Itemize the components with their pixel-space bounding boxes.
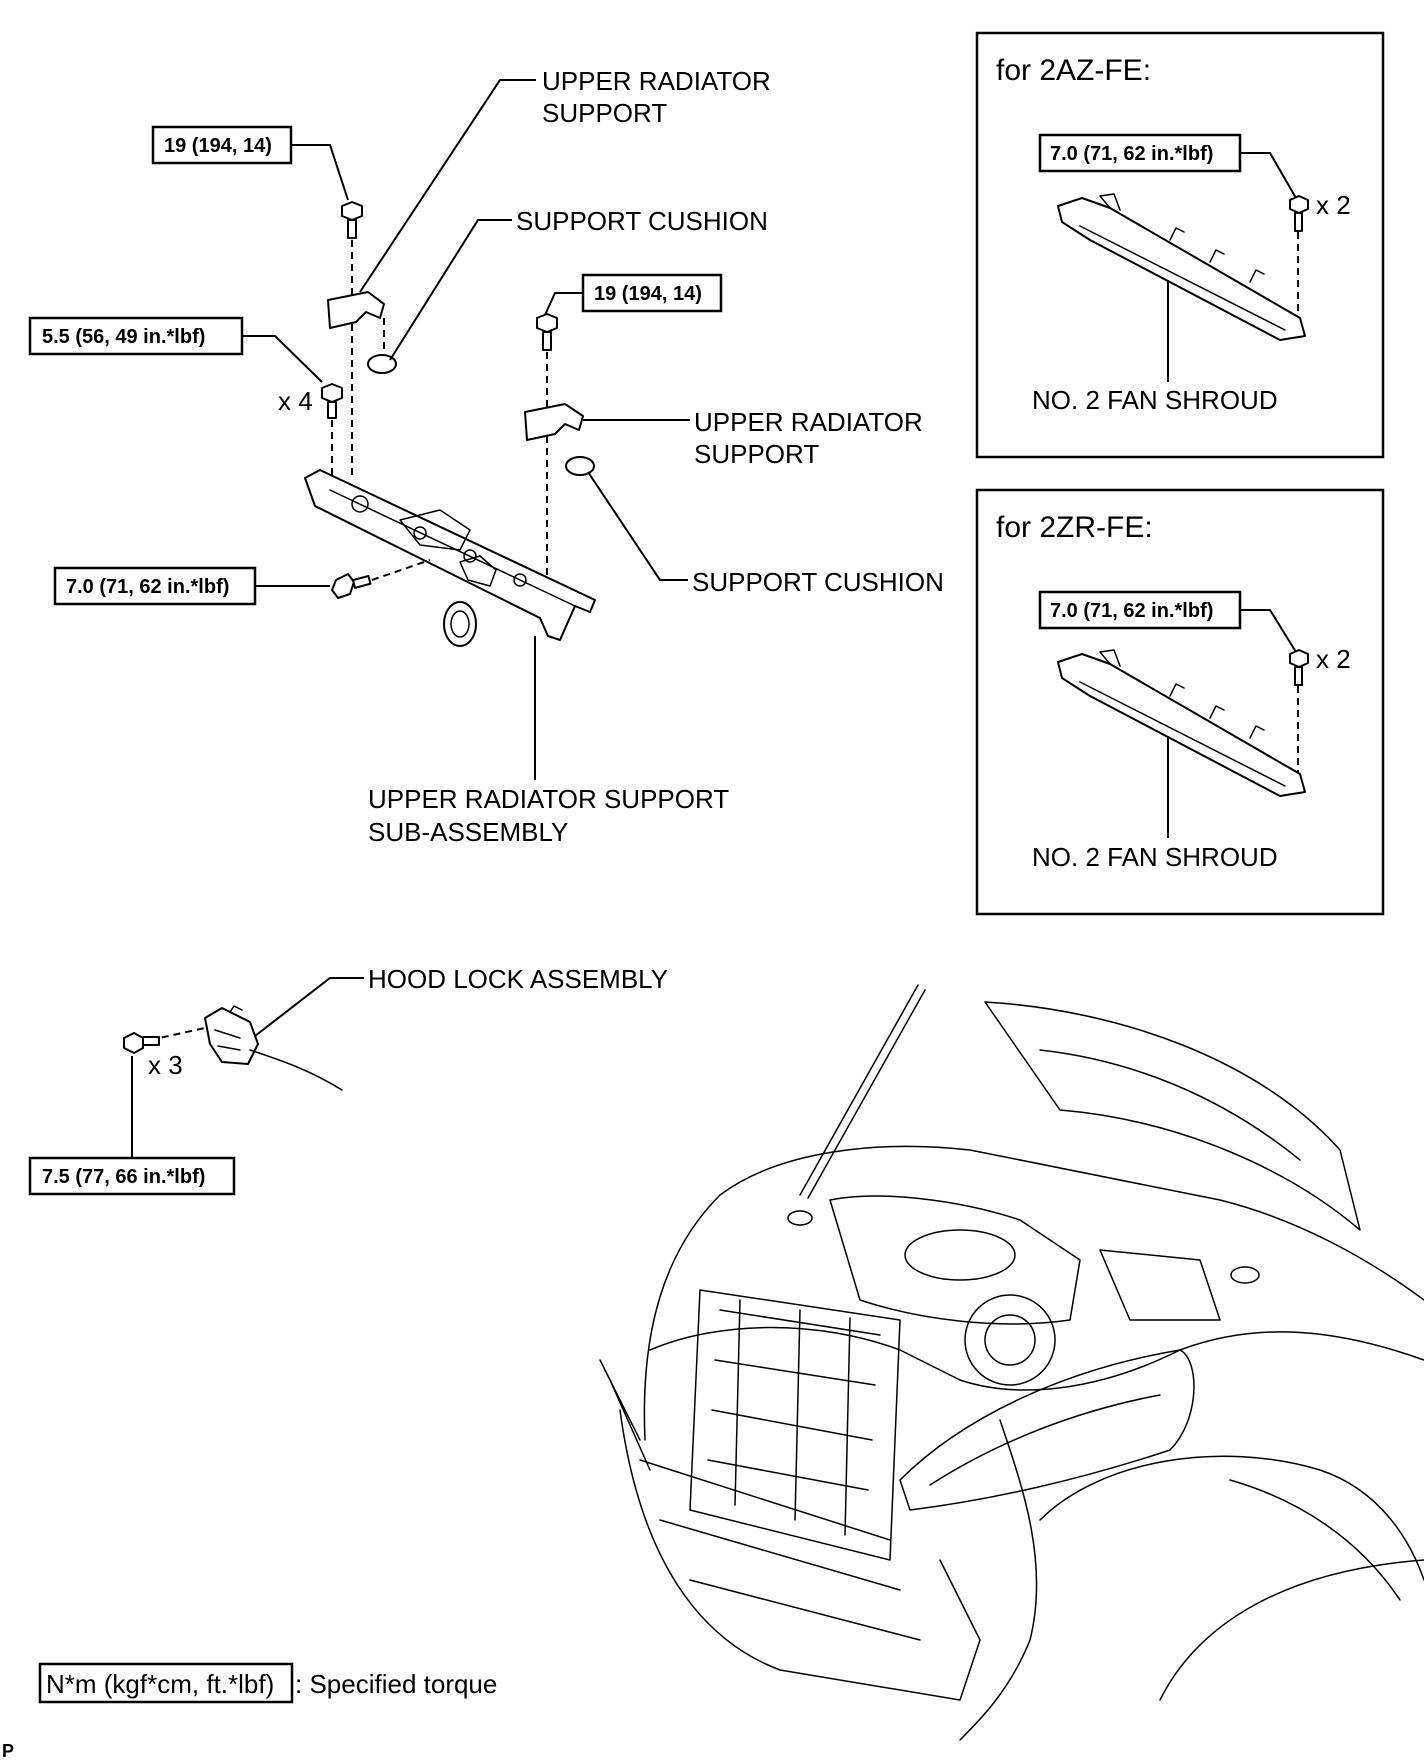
bolt-icon xyxy=(331,573,372,599)
panel-2zr-fe: for 2ZR-FE: 7.0 (71, 62 in.*lbf) x 2 NO.… xyxy=(975,488,1385,916)
label-upper-radiator-support-1-line1: UPPER RADIATOR xyxy=(542,66,771,96)
torque-value-4: 7.0 (71, 62 in.*lbf) xyxy=(66,576,229,598)
legend-text: : Specified torque xyxy=(295,1669,497,1699)
bolt-icon xyxy=(123,1032,160,1054)
label-upper-radiator-support-1-line2: SUPPORT xyxy=(542,98,667,128)
label-hood-lock: HOOD LOCK ASSEMBLY xyxy=(368,964,668,994)
upper-radiator-support-bracket-2 xyxy=(524,403,584,441)
bolt-icon xyxy=(536,313,558,351)
hood-lock-assembly xyxy=(204,1005,343,1091)
panel-2az-fe: for 2AZ-FE: 7.0 (71, 62 in.*lbf) x 2 NO.… xyxy=(975,31,1385,459)
bolt-icon xyxy=(1289,649,1309,686)
fan-shroud-2az xyxy=(1057,193,1306,341)
panel-torque-box-2zr xyxy=(1038,590,1242,630)
panel-count-2zr: x 2 xyxy=(1316,644,1351,674)
hood-lock-group: HOOD LOCK ASSEMBLY x 3 7.5 (77, 66 in.*l… xyxy=(28,964,668,1196)
torque-box-4 xyxy=(53,566,257,606)
horn xyxy=(443,601,477,647)
panel-torque-2zr: 7.0 (71, 62 in.*lbf) xyxy=(1050,600,1213,622)
legend: N*m (kgf*cm, ft.*lbf) : Specified torque xyxy=(38,1662,497,1704)
torque-box-1 xyxy=(151,125,293,165)
panel-count-2az: x 2 xyxy=(1316,190,1351,220)
count-x3: x 3 xyxy=(148,1050,183,1080)
label-sub-assembly-line2: SUB-ASSEMBLY xyxy=(368,817,568,847)
legend-unit: N*m (kgf*cm, ft.*lbf) xyxy=(46,1669,274,1699)
bolt-icon xyxy=(1289,195,1309,232)
support-cushion-1 xyxy=(367,354,397,374)
legend-box xyxy=(38,1662,294,1704)
torque-box-2 xyxy=(581,273,723,313)
panel-part-2az: NO. 2 FAN SHROUD xyxy=(1032,385,1278,415)
label-upper-radiator-support-2-line2: SUPPORT xyxy=(694,439,819,469)
count-x4: x 4 xyxy=(278,386,313,416)
torque-value-3: 5.5 (56, 49 in.*lbf) xyxy=(42,326,205,348)
label-support-cushion-2: SUPPORT CUSHION xyxy=(692,567,944,597)
upper-radiator-support-sub-assembly xyxy=(304,469,596,647)
bolt-icon xyxy=(321,383,343,419)
torque-value-2: 19 (194, 14) xyxy=(594,283,702,305)
panel-title-2az-fe: for 2AZ-FE: xyxy=(996,54,1151,87)
bolt-icon xyxy=(341,201,363,239)
upper-radiator-support-group: 19 (194, 14) UPPER RADIATOR SUPPORT SUPP… xyxy=(28,66,944,847)
upper-radiator-support-bracket-1 xyxy=(327,291,385,329)
panel-title-2zr-fe: for 2ZR-FE: xyxy=(996,511,1153,544)
torque-value-1: 19 (194, 14) xyxy=(164,135,272,157)
footer-mark: P xyxy=(2,1741,14,1761)
label-support-cushion-1: SUPPORT CUSHION xyxy=(516,206,768,236)
fan-shroud-2zr xyxy=(1057,649,1306,797)
label-sub-assembly-line1: UPPER RADIATOR SUPPORT xyxy=(368,784,729,814)
torque-box-5 xyxy=(28,1156,236,1196)
torque-value-5: 7.5 (77, 66 in.*lbf) xyxy=(42,1166,205,1188)
support-cushion-2 xyxy=(565,456,595,476)
vehicle-front-illustration xyxy=(599,984,1424,1741)
panel-part-2zr: NO. 2 FAN SHROUD xyxy=(1032,842,1278,872)
panel-torque-2az: 7.0 (71, 62 in.*lbf) xyxy=(1050,143,1213,165)
label-upper-radiator-support-2-line1: UPPER RADIATOR xyxy=(694,407,923,437)
